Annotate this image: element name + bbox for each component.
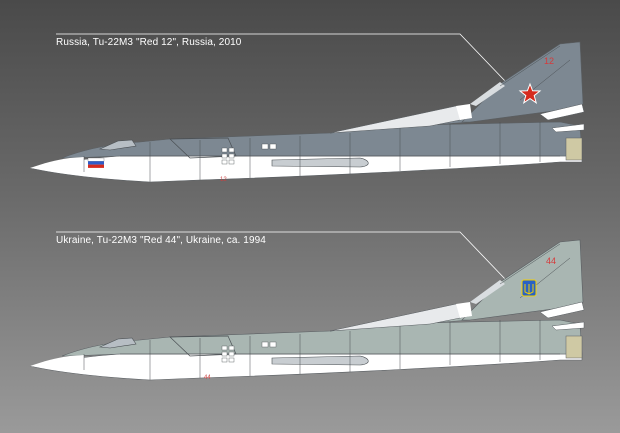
tail-number-russia: 12 [544, 56, 554, 66]
russian-flag-icon [87, 157, 105, 168]
aircraft-profile-russia: 12 12 [29, 41, 585, 183]
fuselage-number-ukraine: 44 [204, 375, 211, 381]
red-star-icon [518, 82, 542, 104]
tail-number-ukraine: 44 [546, 256, 556, 266]
leader-line-ukraine [56, 231, 507, 281]
profile-caption-ukraine: Ukraine, Tu-22M3 "Red 44", Ukraine, ca. … [56, 235, 266, 246]
leader-line-russia [56, 33, 507, 83]
profile-caption-russia: Russia, Tu-22M3 "Red 12", Russia, 2010 [56, 37, 242, 48]
fuselage-number-russia: 12 [220, 177, 227, 183]
aircraft-profile-ukraine: 44 44 [29, 239, 585, 381]
ukrainian-trident-icon [521, 279, 537, 297]
